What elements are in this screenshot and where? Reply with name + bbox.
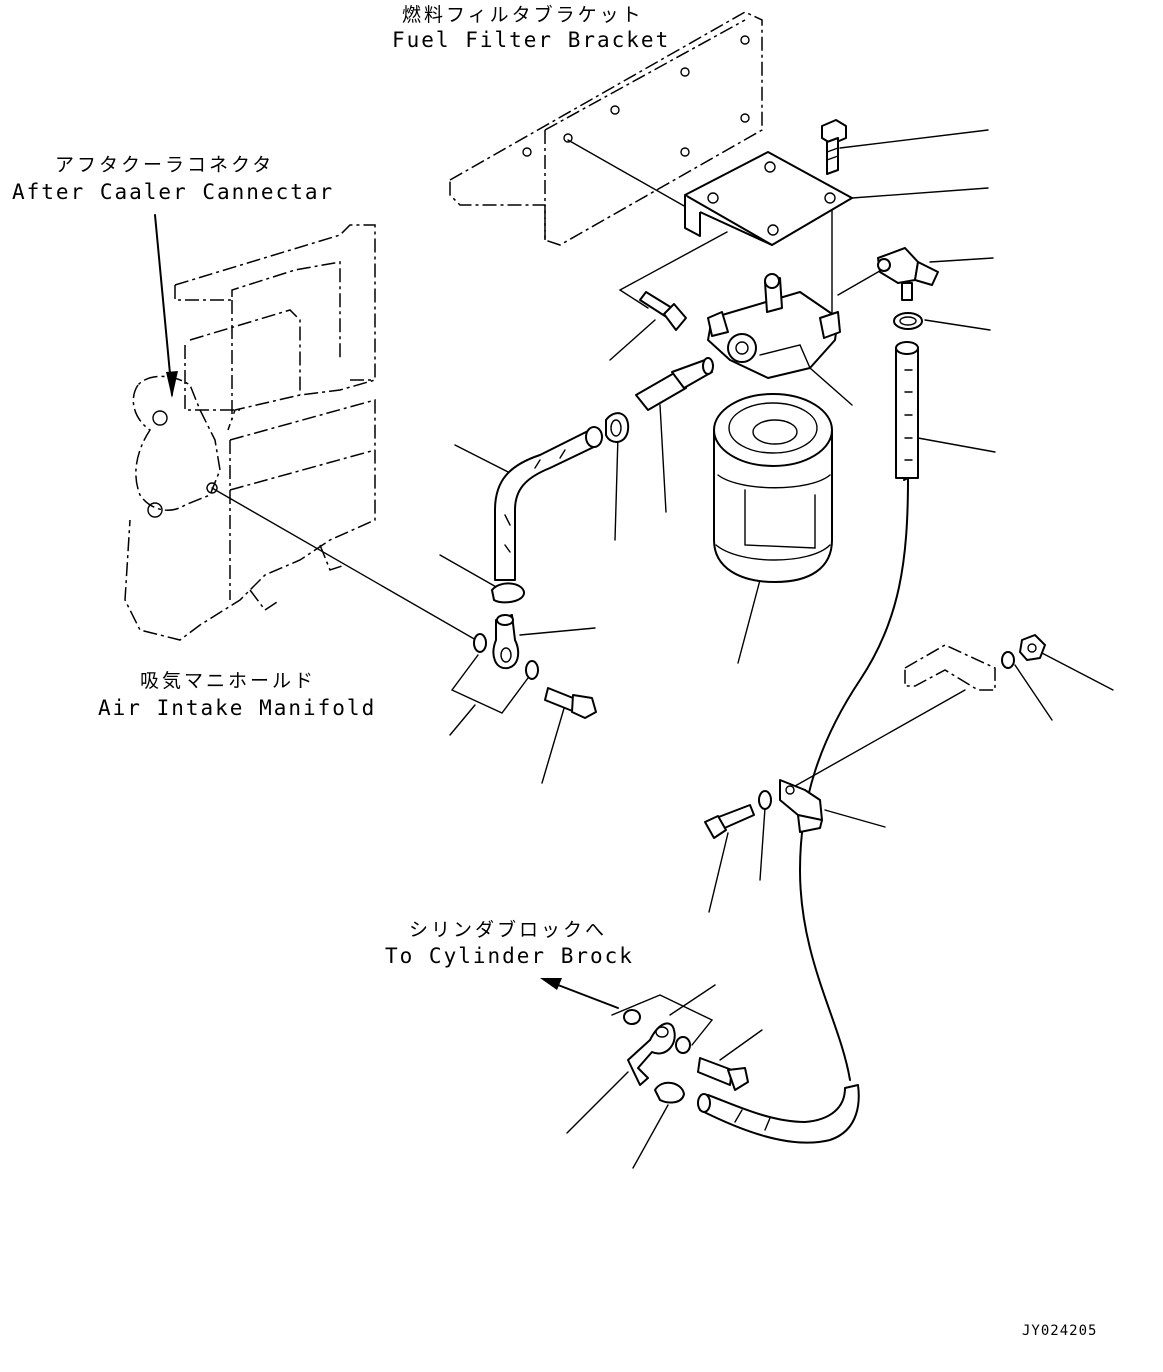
air-intake-manifold-label-jp: 吸気マニホールド (140, 670, 317, 692)
fuel-filter-bracket-outline (449, 11, 763, 246)
banjo-fitting (473, 614, 597, 719)
elbow-fitting (877, 247, 939, 301)
supply-hose (494, 426, 603, 581)
long-fuel-line (799, 477, 909, 1081)
hose-clamp-right (893, 312, 923, 330)
after-cooler-connector-label-jp: アフタクーラコネクタ (55, 154, 275, 176)
fuel-filter-bracket-label-en: Fuel Filter Bracket (392, 28, 671, 52)
fuel-filter-bracket-label-jp: 燃料フィルタブラケット (402, 4, 644, 26)
air-intake-manifold-label-en: Air Intake Manifold (98, 696, 377, 720)
fuel-filter-cartridge (713, 393, 833, 583)
engine-block-outline (124, 224, 376, 641)
to-cylinder-block-label-en: To Cylinder Brock (385, 944, 634, 968)
clip-bolt (704, 790, 772, 839)
connector-pipe (635, 357, 714, 411)
leader-lines (154, 129, 1114, 1169)
hose-clamp-upper (605, 412, 630, 443)
hose-clamp-lower (491, 582, 525, 604)
pipe-clip (779, 779, 823, 833)
fuel-filter-head (707, 273, 841, 379)
lower-banjo-fitting (623, 1009, 749, 1104)
filter-mounting-plate (684, 151, 853, 246)
to-cylinder-block-label-jp: シリンダブロックへ (408, 919, 607, 941)
head-bolt (639, 291, 687, 331)
vertical-fuel-hose (895, 341, 919, 479)
bracket-bolt (821, 119, 847, 175)
return-hose (697, 1084, 860, 1144)
clip-bracket (904, 634, 1046, 691)
drawing-number: JY024205 (1022, 1323, 1098, 1339)
after-cooler-connector-label-en: After Caaler Cannectar (12, 180, 335, 204)
